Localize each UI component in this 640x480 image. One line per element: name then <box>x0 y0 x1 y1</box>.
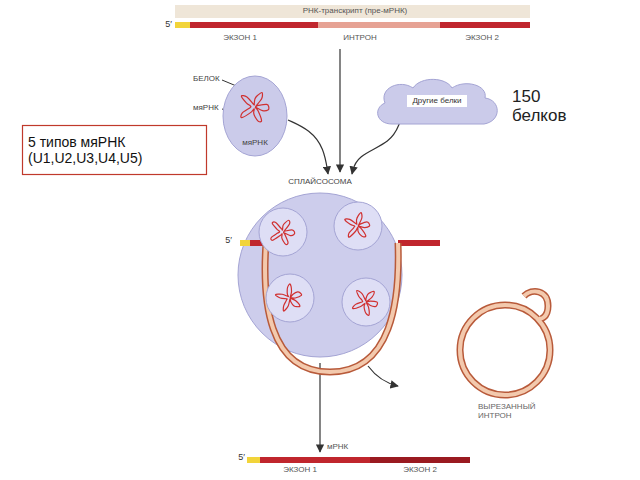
callout-box <box>23 126 207 175</box>
part-label: ЭКЗОН 1 <box>283 466 317 475</box>
snrnp-particle <box>342 278 390 326</box>
spliceosome: СПЛАЙСОСОМА <box>236 176 404 360</box>
part-label: 5′ <box>238 453 245 463</box>
snrna-strand <box>353 290 378 315</box>
exon-bar <box>260 457 370 463</box>
part-label: БЕЛОК <box>193 75 220 84</box>
snrnp-particle <box>259 208 307 256</box>
node-text: Другие белки <box>407 95 466 106</box>
snrnp-particle <box>266 274 314 322</box>
exon-bar <box>190 22 318 28</box>
node-text: 5 типов мяРНК (U1,U2,U3,U4,U5) <box>28 134 201 166</box>
node-shape <box>236 176 404 360</box>
part-label: ЭКЗОН 2 <box>465 34 499 43</box>
snrna-strand <box>275 284 301 311</box>
part-label: 5′ <box>165 20 172 30</box>
node-text: мяРНК <box>242 138 268 147</box>
flow-arrow <box>368 366 398 386</box>
snrna-strand <box>241 92 269 121</box>
part-label: ЭКЗОН 2 <box>403 466 437 475</box>
intron-loop <box>265 243 398 372</box>
part-label: ИНТРОН <box>343 34 377 43</box>
part-label: ЭКЗОН 1 <box>223 34 257 43</box>
excised-intron <box>460 291 550 395</box>
cap <box>175 22 190 28</box>
exon-bar <box>398 240 440 246</box>
note-text: 150 белков <box>512 88 592 125</box>
flow-arrow <box>319 363 320 452</box>
flow-arrow <box>352 122 400 174</box>
part-label: мяРНК <box>193 104 219 113</box>
flow-arrow <box>339 49 340 172</box>
protein-cloud: Другие белки <box>372 76 502 126</box>
intron-loop <box>265 243 398 372</box>
part-label: ВЫРЕЗАННЫЙ ИНТРОН <box>478 403 542 421</box>
snrnp-particle: мяРНК <box>222 75 288 157</box>
exon-bar <box>440 22 530 28</box>
snrnp-body <box>223 76 287 156</box>
note-box: 5 типов мяРНК (U1,U2,U3,U4,U5) <box>22 125 207 175</box>
part-label: РНК-транскрипт (пре-мРНК) <box>303 7 408 16</box>
snrna-strand <box>345 213 370 238</box>
intron-bar <box>318 22 440 28</box>
protein-cloud <box>378 79 498 124</box>
flow-arrow <box>288 120 328 174</box>
snrnp-particle <box>334 202 382 250</box>
title-band <box>175 5 530 18</box>
cap <box>240 240 250 246</box>
snrna-strand <box>271 220 295 244</box>
exon-bar <box>370 457 470 463</box>
cap <box>247 457 260 463</box>
heading: СПЛАЙСОСОМА <box>288 177 352 186</box>
part-label: мРНК <box>327 443 348 452</box>
part-label: 5′ <box>225 236 232 246</box>
